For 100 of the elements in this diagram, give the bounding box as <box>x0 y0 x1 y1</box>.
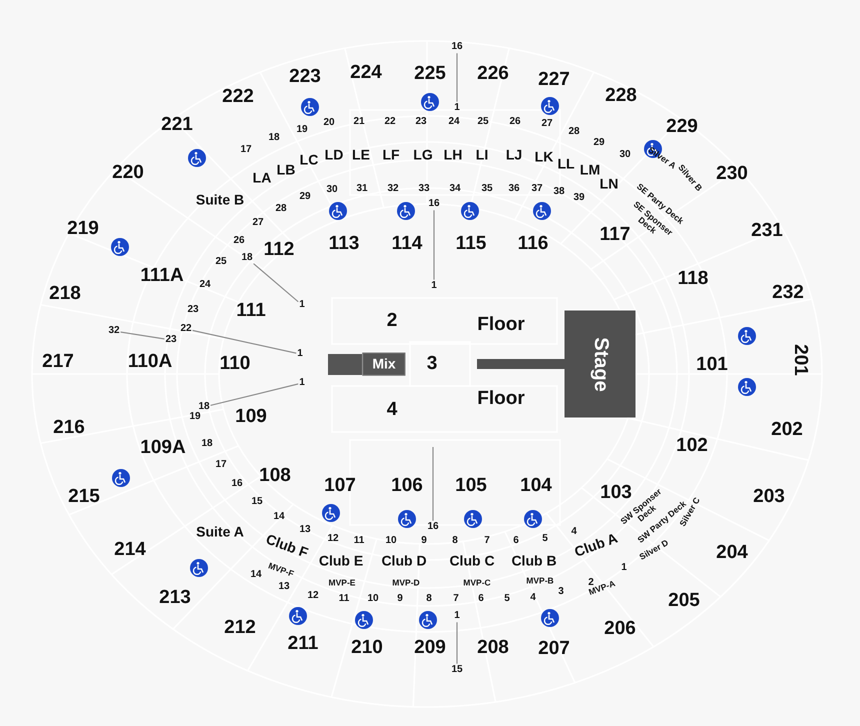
section-number: 114 <box>392 234 422 254</box>
row-number: 18 <box>268 132 280 144</box>
section-label: LH <box>444 148 462 162</box>
row-number: 39 <box>573 192 585 204</box>
section-number: 229 <box>666 117 698 137</box>
stage-label: Stage <box>590 336 610 392</box>
row-number: 23 <box>415 116 427 128</box>
section-number: 218 <box>49 284 81 304</box>
row-number: 26 <box>509 116 521 128</box>
row-number: 3 <box>558 586 564 598</box>
row-number: 26 <box>233 236 245 246</box>
section-number: 217 <box>42 352 74 372</box>
section-label: LD <box>324 148 344 162</box>
row-number: 33 <box>418 184 430 194</box>
small-section-label: MVP-C <box>463 578 491 588</box>
section-label: LI <box>476 148 488 162</box>
section-number: 213 <box>159 588 191 608</box>
section-number: 214 <box>114 540 146 560</box>
row-number: 17 <box>240 144 252 156</box>
row-number: 32 <box>387 184 399 194</box>
row-number: 10 <box>385 536 397 546</box>
row-number: 22 <box>180 324 192 334</box>
row-number: 15 <box>451 664 463 676</box>
section-number: 112 <box>264 240 294 260</box>
row-number: 1 <box>299 378 305 388</box>
section-number: 202 <box>771 420 803 440</box>
row-number: 22 <box>384 116 396 128</box>
section-label: LN <box>600 176 618 192</box>
section-number: 212 <box>224 618 256 638</box>
section-number: 106 <box>391 476 423 496</box>
section-label: LF <box>382 148 400 162</box>
row-number: 30 <box>619 150 631 160</box>
section-number: 116 <box>518 234 548 254</box>
section-number: 209 <box>414 638 446 658</box>
section-label: LE <box>352 148 370 162</box>
section-label: LK <box>534 150 554 164</box>
row-number: 29 <box>299 192 311 202</box>
section-label: LA <box>252 170 272 186</box>
row-number: 4 <box>571 526 577 538</box>
section-number: 221 <box>161 115 193 135</box>
row-number: 17 <box>215 460 227 470</box>
small-section-label: MVP-D <box>392 578 420 588</box>
section-label: Suite A <box>191 524 249 540</box>
section-number: 111 <box>236 301 266 321</box>
row-number: 16 <box>428 198 440 210</box>
row-number: 37 <box>531 184 543 194</box>
section-number: 210 <box>351 638 383 658</box>
section-number: 105 <box>455 476 487 496</box>
row-number: 21 <box>353 116 365 128</box>
section-label: LJ <box>506 148 522 162</box>
section-number: 226 <box>477 64 509 84</box>
row-number: 36 <box>508 184 520 194</box>
section-number: 2 <box>386 311 398 331</box>
row-number: 7 <box>484 536 490 546</box>
row-number: 5 <box>542 534 548 544</box>
section-number: 104 <box>520 476 552 496</box>
row-number: 19 <box>189 412 201 422</box>
section-number: 108 <box>259 466 291 486</box>
row-number: 7 <box>453 594 459 604</box>
row-range-line <box>456 622 458 664</box>
row-number: 12 <box>327 534 339 544</box>
row-number: 13 <box>278 582 290 592</box>
section-number: Floor <box>477 389 525 409</box>
row-number: 27 <box>252 218 264 228</box>
section-number: 227 <box>538 70 570 90</box>
section-number: 110 <box>220 354 250 374</box>
row-number: 20 <box>323 118 335 128</box>
row-number: 9 <box>397 594 403 604</box>
section-number: 205 <box>668 591 700 611</box>
section-number: 103 <box>600 483 632 503</box>
section-label: LG <box>413 148 433 162</box>
row-number: 8 <box>426 594 432 604</box>
section-number: 113 <box>328 234 360 254</box>
row-number: 16 <box>451 42 463 52</box>
row-range-line <box>210 383 298 406</box>
section-number: 204 <box>716 543 748 563</box>
section-number: 109A <box>140 438 186 458</box>
row-number: 24 <box>199 280 211 290</box>
section-number: 224 <box>350 63 382 83</box>
section-number: 211 <box>288 634 318 654</box>
section-number: 208 <box>477 638 509 658</box>
section-number: Floor <box>477 315 525 335</box>
section-number: 203 <box>753 487 785 507</box>
row-number: 8 <box>452 536 458 546</box>
section-label: Club C <box>449 554 495 568</box>
row-number: 9 <box>421 536 427 546</box>
section-number: 223 <box>289 67 321 87</box>
section-number: 117 <box>600 225 630 245</box>
section-number: 216 <box>53 418 85 438</box>
row-number: 1 <box>299 300 305 310</box>
section-label: LM <box>580 162 600 178</box>
row-number: 18 <box>241 252 253 264</box>
row-range-line <box>253 263 299 302</box>
row-number: 14 <box>273 512 285 522</box>
row-number: 11 <box>338 594 350 604</box>
section-number: 231 <box>751 221 783 241</box>
section-label: LB <box>276 162 296 178</box>
row-number: 1 <box>454 610 460 622</box>
small-section-label: MVP-E <box>328 578 356 588</box>
section-number: 118 <box>678 269 708 289</box>
